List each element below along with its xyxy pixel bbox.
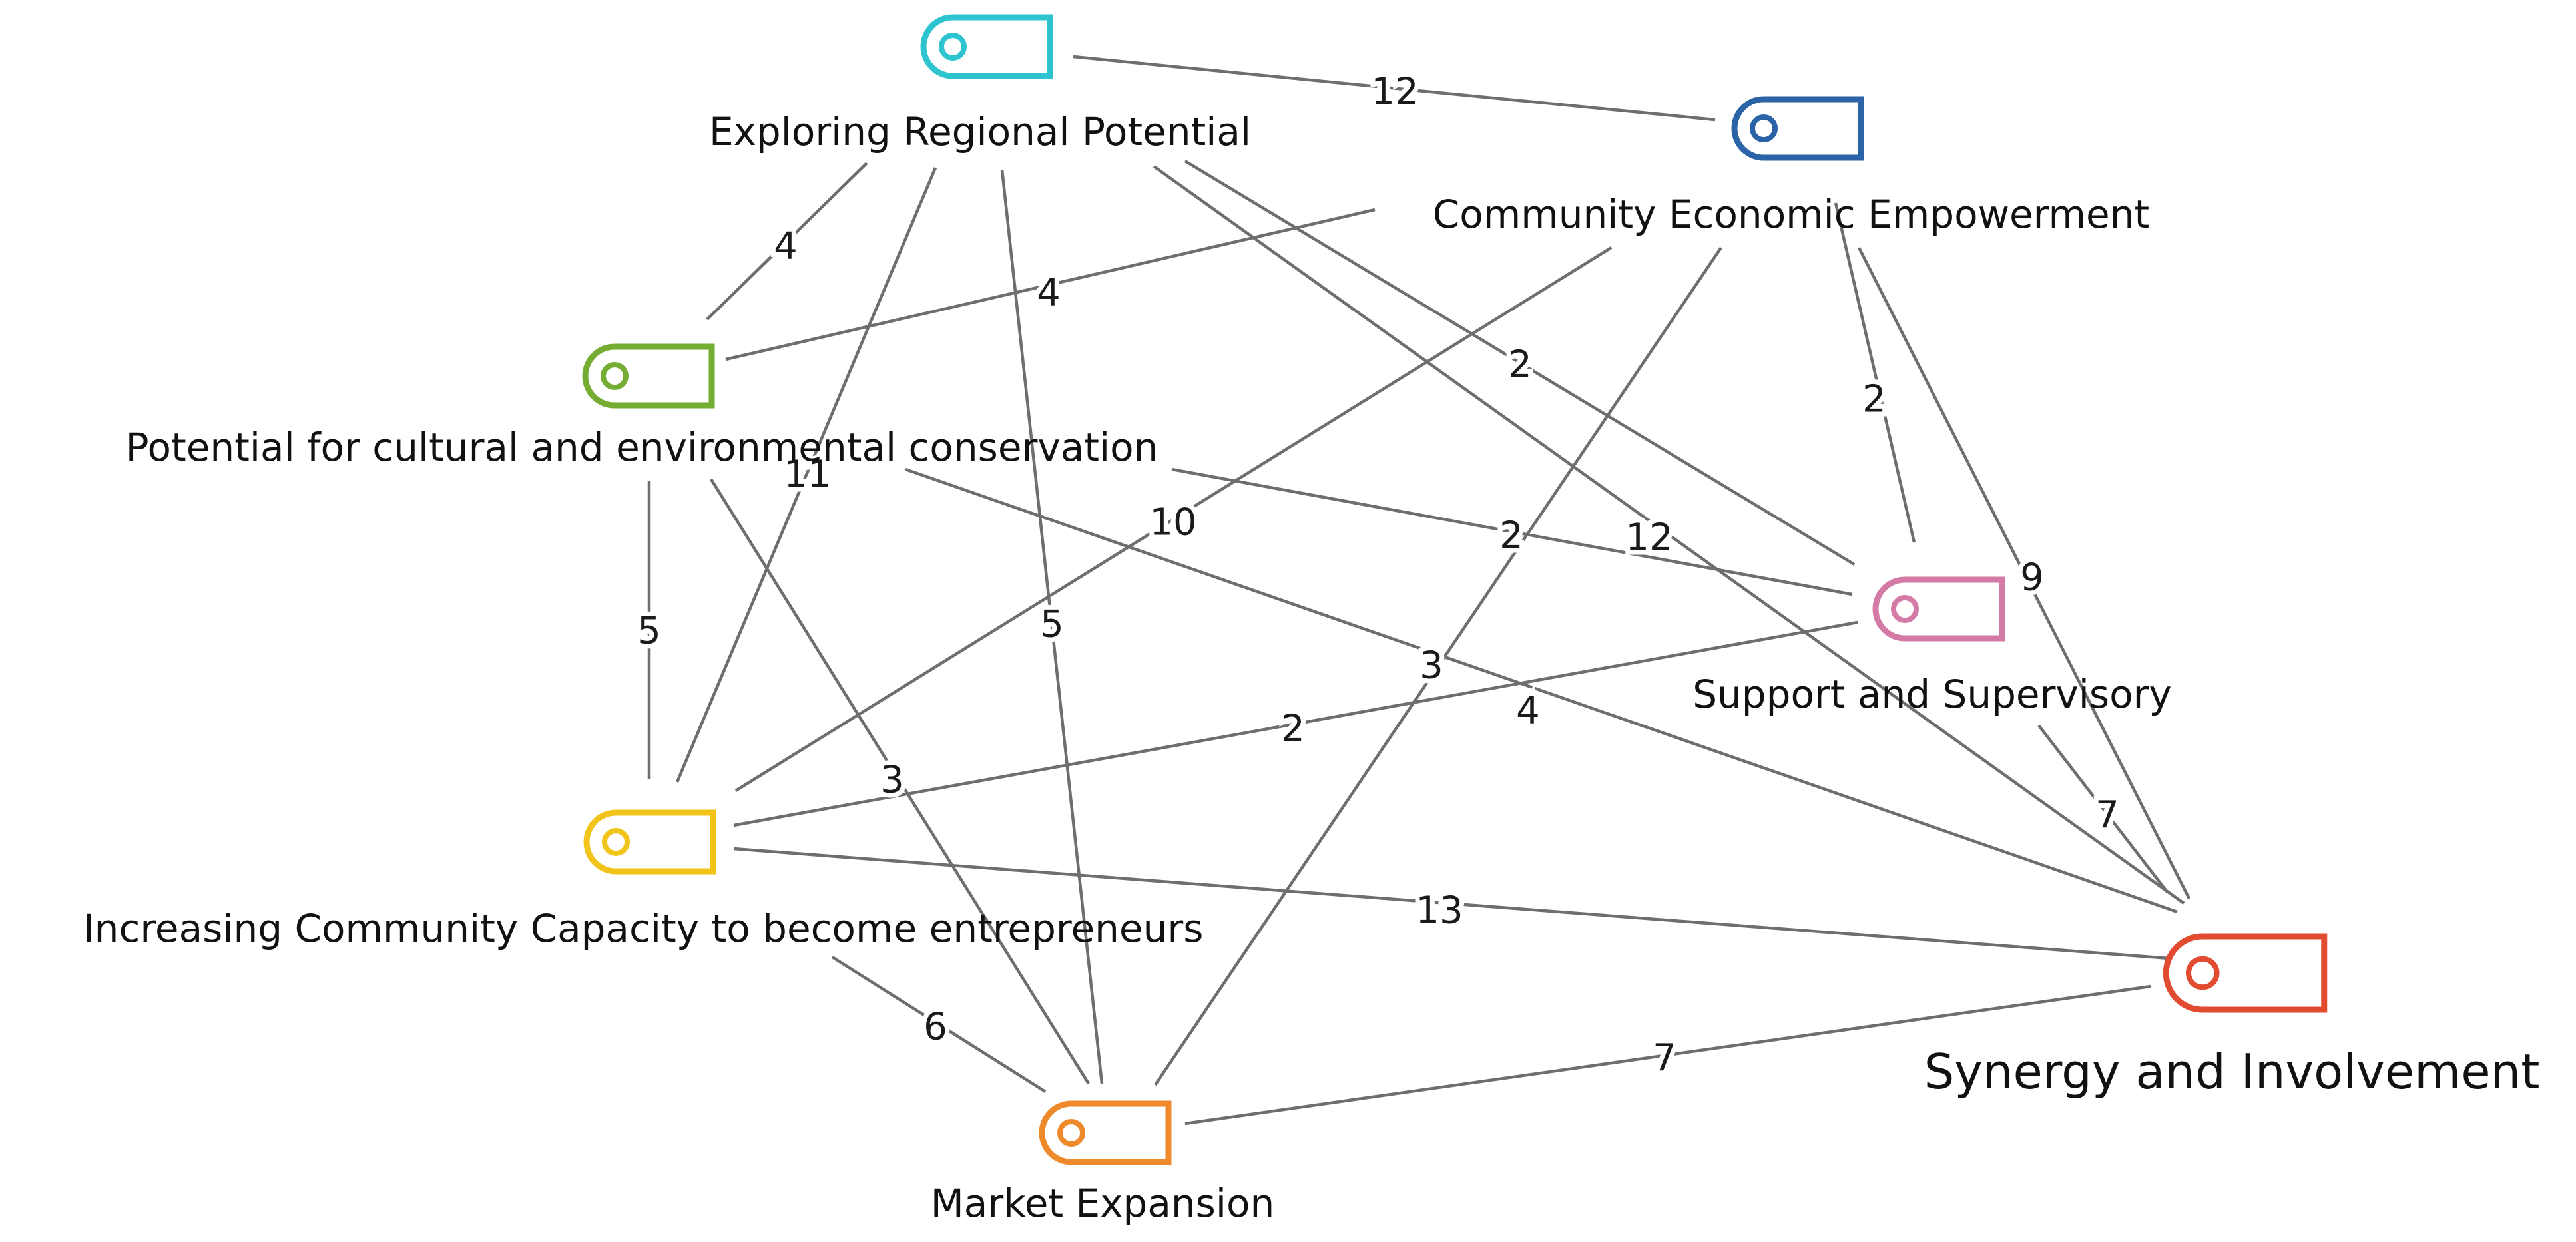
edges-layer bbox=[647, 55, 2191, 1126]
edge-cee-icc bbox=[734, 246, 1613, 792]
node-icc: Increasing Community Capacity to become … bbox=[83, 809, 1204, 951]
edge-me-sai bbox=[1184, 984, 2151, 1126]
node-label: Increasing Community Capacity to become … bbox=[83, 906, 1204, 951]
edge-weight-label: 2 bbox=[1499, 515, 1523, 558]
edge-weight-label: 4 bbox=[774, 225, 798, 268]
edge-weight-label: 12 bbox=[1625, 517, 1673, 560]
edge-cee-sas bbox=[1834, 202, 1916, 543]
edge-cee-me bbox=[1154, 246, 1722, 1086]
edge-icc-sai bbox=[733, 847, 2170, 960]
edge-weight-label: 3 bbox=[880, 759, 904, 802]
node-label: Community Economic Empowerment bbox=[1433, 192, 2149, 237]
tag-hole-icon bbox=[601, 362, 629, 390]
node-label: Exploring Regional Potential bbox=[709, 109, 1251, 154]
edge-erp-pcec bbox=[706, 162, 868, 321]
node-label: Support and Supervisory bbox=[1692, 672, 2172, 717]
node-label: Potential for cultural and environmental… bbox=[126, 425, 1159, 470]
tag-icon bbox=[1731, 96, 1864, 161]
edge-cee-sai bbox=[1857, 246, 2191, 900]
edge-icc-sas bbox=[733, 620, 1858, 827]
tag-hole-icon bbox=[939, 33, 967, 61]
tag-icon bbox=[583, 809, 716, 875]
tag-hole-icon bbox=[1891, 595, 1919, 623]
edge-erp-cee bbox=[1073, 55, 1716, 122]
edge-weight-label: 7 bbox=[1653, 1037, 1676, 1080]
edge-weight-label: 4 bbox=[1516, 690, 1540, 733]
tag-icon bbox=[1039, 1100, 1172, 1165]
edge-weight-label: 9 bbox=[2020, 556, 2044, 600]
edge-weight-label: 5 bbox=[1040, 603, 1064, 646]
node-cee: Community Economic Empowerment bbox=[1433, 96, 2149, 237]
tag-icon bbox=[1872, 576, 2005, 642]
edge-weight-label: 3 bbox=[1419, 644, 1443, 688]
edge-weight-label: 5 bbox=[637, 610, 661, 653]
tag-icon bbox=[582, 343, 715, 409]
edge-weight-label: 12 bbox=[1371, 71, 1418, 114]
tag-icon bbox=[2163, 933, 2328, 1013]
edge-weight-label: 2 bbox=[1281, 708, 1305, 751]
edge-cee-pcec bbox=[725, 208, 1376, 361]
edge-pcec-sai bbox=[905, 467, 2178, 914]
edge-weight-label: 6 bbox=[923, 1006, 947, 1049]
node-sai: Synergy and Involvement bbox=[1924, 933, 2540, 1100]
edge-weight-label: 10 bbox=[1149, 501, 1196, 544]
edge-erp-icc bbox=[675, 167, 937, 783]
node-label: Market Expansion bbox=[931, 1181, 1274, 1226]
edge-weight-label: 4 bbox=[1037, 272, 1061, 315]
tag-hole-icon bbox=[602, 828, 630, 856]
node-me: Market Expansion bbox=[931, 1100, 1274, 1226]
tag-hole-icon bbox=[1750, 114, 1778, 142]
tag-hole-icon bbox=[1057, 1119, 1085, 1147]
edge-weight-label: 2 bbox=[1862, 378, 1886, 421]
node-pcec: Potential for cultural and environmental… bbox=[126, 343, 1159, 470]
edge-sas-sai bbox=[2037, 724, 2169, 893]
edge-pcec-sas bbox=[1171, 467, 1853, 596]
edge-erp-me bbox=[1000, 169, 1104, 1084]
edge-weight-label: 13 bbox=[1416, 889, 1463, 932]
edge-weight-label: 11 bbox=[784, 453, 831, 497]
edge-weight-label: 7 bbox=[2095, 794, 2119, 837]
edge-erp-sai bbox=[1153, 165, 2185, 905]
edge-pcec-me bbox=[710, 478, 1090, 1085]
edge-icc-me bbox=[831, 956, 1047, 1093]
tag-hole-icon bbox=[2186, 956, 2220, 990]
node-erp: Exploring Regional Potential bbox=[709, 14, 1251, 154]
node-sas: Support and Supervisory bbox=[1692, 576, 2172, 717]
edge-weight-label: 2 bbox=[1508, 343, 1532, 387]
edge-labels-layer: 12 4 11 5 2 12 4 10 3 2 9 5 3 2 4 2 13 6 7 7 bbox=[633, 66, 2124, 1085]
tag-icon bbox=[920, 14, 1053, 79]
node-label: Synergy and Involvement bbox=[1924, 1044, 2540, 1100]
